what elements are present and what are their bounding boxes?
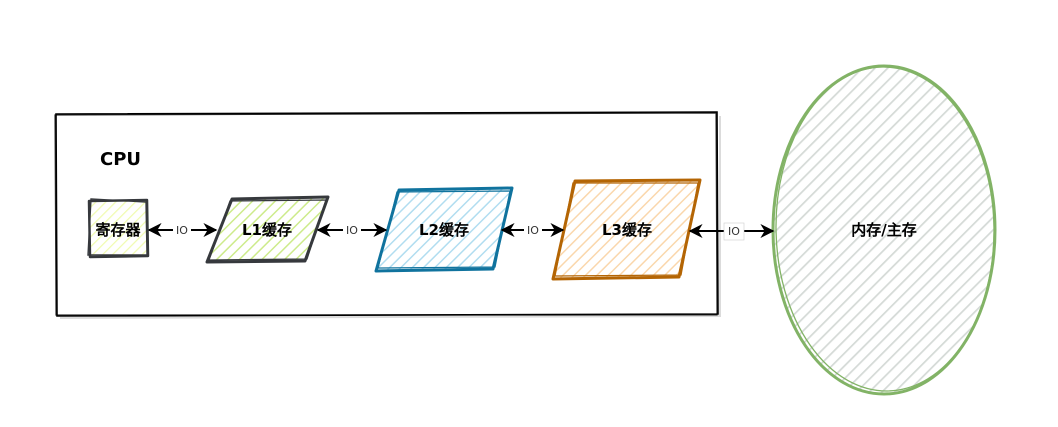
l2-cache-label: L2缓存 <box>419 221 469 239</box>
memory-label: 内存/主存 <box>851 221 916 239</box>
connector-label-bg <box>723 222 745 241</box>
connector-l2-l3[interactable]: IO <box>500 223 565 237</box>
connector-label-bg <box>524 223 542 237</box>
register-node[interactable]: 寄存器 <box>87 198 150 259</box>
connector-label-bg <box>173 223 191 237</box>
cpu-title: CPU <box>100 149 141 170</box>
connector-label: IO <box>527 224 539 237</box>
register-label: 寄存器 <box>95 221 141 239</box>
connector-register-l1[interactable]: IO <box>147 223 218 237</box>
l2-cache-node[interactable]: L2缓存 <box>374 186 514 273</box>
connector-label-bg <box>343 223 361 237</box>
memory-node[interactable]: 内存/主存 <box>771 64 997 396</box>
connector-label: IO <box>346 224 358 237</box>
connector-label: IO <box>176 224 188 237</box>
connector-l3-memory[interactable]: IO <box>688 222 775 241</box>
l3-cache-node[interactable]: L3缓存 <box>551 178 702 281</box>
l1-cache-node[interactable]: L1缓存 <box>205 195 330 264</box>
connector-label: IO <box>728 225 740 238</box>
l1-cache-label: L1缓存 <box>242 221 292 239</box>
connector-l1-l2[interactable]: IO <box>316 223 388 237</box>
cpu-container[interactable]: CPU <box>54 111 721 319</box>
l3-cache-label: L3缓存 <box>602 221 652 239</box>
